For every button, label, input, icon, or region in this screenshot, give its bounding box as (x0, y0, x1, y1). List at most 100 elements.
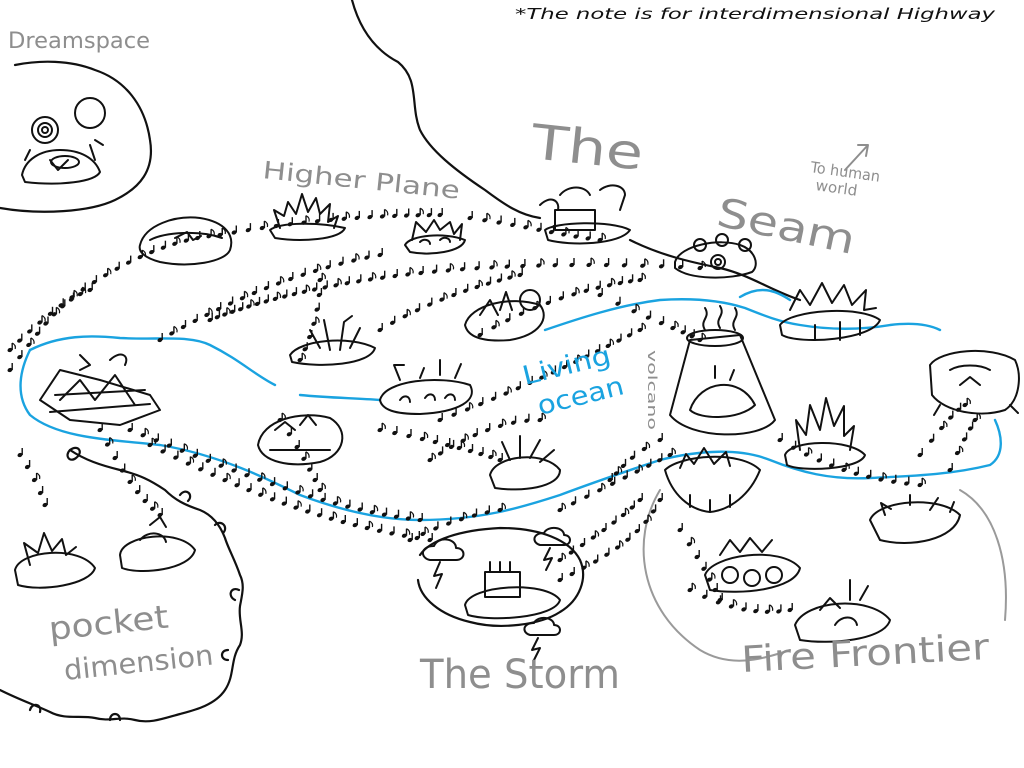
highway-note-mark (149, 501, 159, 511)
highway-note-mark (597, 482, 606, 493)
living-ocean-outline (19, 288, 1002, 522)
highway-note-mark (157, 508, 163, 518)
highway-note-mark (282, 289, 288, 299)
dreamspace-island (21, 97, 106, 185)
highway-note-mark (254, 296, 261, 307)
highway-note-mark (962, 397, 971, 408)
highway-note-mark (439, 292, 448, 302)
highway-note-mark (444, 438, 451, 448)
highway-note-mark (379, 208, 389, 219)
highway-note-mark (263, 294, 269, 304)
highway-note-mark (590, 529, 600, 540)
highway-note-mark (595, 280, 601, 290)
highway-note-mark (557, 573, 563, 583)
highway-note-mark (637, 493, 643, 503)
highway-note-mark (402, 308, 411, 319)
highway-note-mark (517, 268, 523, 278)
highway-note-mark (68, 292, 75, 302)
highway-note-mark (354, 210, 360, 221)
highway-note-mark (157, 333, 163, 343)
highway-note-mark (561, 226, 570, 237)
highway-note-mark (179, 443, 189, 453)
highway-note-mark (496, 215, 502, 225)
highway-note-mark (432, 435, 439, 445)
human-world-arrow (844, 144, 869, 171)
highway-note-mark (325, 260, 331, 270)
highway-note-mark (491, 319, 500, 330)
highway-note-mark (282, 481, 288, 491)
dreamspace-label: Dreamspace (8, 29, 150, 54)
highway-note-mark (609, 476, 616, 486)
highway-note-mark (222, 472, 231, 483)
highway-note-mark (961, 432, 968, 442)
highway-note-mark (142, 494, 148, 504)
highway-note-mark (557, 502, 566, 513)
fire-island-garden (794, 579, 891, 643)
highway-note-mark (427, 533, 433, 543)
highway-note-mark (312, 473, 318, 483)
highway-note-mark (431, 264, 438, 274)
highway-note-mark (320, 492, 326, 503)
highway-note-mark (356, 274, 362, 284)
highway-note-mark (764, 604, 774, 614)
cloud-island (138, 216, 233, 266)
highway-note-mark (377, 248, 383, 258)
highway-note-mark (7, 363, 13, 373)
seam-label-the: The (527, 114, 645, 182)
highway-note-mark (180, 320, 187, 330)
highway-note-mark (460, 433, 469, 443)
ocean-island-reed (289, 315, 376, 366)
highway-note-mark (91, 275, 98, 285)
highway-note-mark (515, 381, 521, 391)
highway-note-mark (646, 458, 652, 468)
highway-note-mark (344, 276, 350, 286)
highway-note-mark (753, 604, 759, 614)
highway-note-mark (345, 499, 351, 509)
highway-note-mark (169, 325, 178, 336)
highway-note-mark (251, 286, 258, 296)
highway-note-mark (294, 440, 300, 450)
highway-note-mark (215, 302, 222, 312)
highway-note-mark (631, 303, 640, 314)
highway-note-mark (650, 504, 657, 514)
highway-note-mark (904, 476, 910, 486)
highway-note-mark (878, 471, 887, 482)
highway-note-mark (112, 451, 118, 461)
highway-note-mark (891, 474, 897, 484)
highway-note-mark (17, 350, 23, 360)
highway-note-mark (369, 504, 379, 515)
highway-note-mark (269, 477, 276, 487)
highway-note-mark (561, 360, 568, 370)
highway-note-mark (367, 210, 373, 220)
highway-note-mark (707, 572, 716, 582)
highway-note-mark (701, 561, 707, 571)
highway-note-mark (231, 463, 237, 473)
highway-note-mark (472, 428, 478, 438)
highway-note-mark (677, 523, 683, 533)
highway-note-mark (697, 260, 706, 271)
highway-note-mark (613, 465, 623, 476)
higher-plane-island-2 (404, 219, 466, 255)
highway-note-mark (657, 453, 663, 463)
highway-note-mark (314, 302, 320, 312)
fire-island-pots (704, 537, 801, 593)
highway-note-mark (7, 342, 16, 353)
highway-note-mark (314, 214, 321, 224)
dreamspace-border (0, 60, 153, 213)
highway-note-mark (185, 456, 195, 466)
highway-note-mark (482, 212, 491, 223)
highway-note-mark (458, 511, 468, 522)
highway-note-mark (658, 316, 665, 326)
region-borders (0, 0, 802, 723)
seam-island-right (929, 349, 1020, 416)
highway-note-mark (173, 450, 179, 460)
highway-note-mark (520, 259, 526, 269)
highway-note-mark (536, 257, 545, 268)
highway-note-mark (351, 252, 360, 263)
highway-note-mark (227, 296, 234, 306)
highway-note-mark (140, 427, 149, 438)
highway-note-mark (616, 333, 622, 343)
highway-note-mark (160, 240, 167, 250)
storm-border (416, 526, 585, 627)
map-labels: *The note is for interdimensional Highwa… (8, 5, 997, 698)
